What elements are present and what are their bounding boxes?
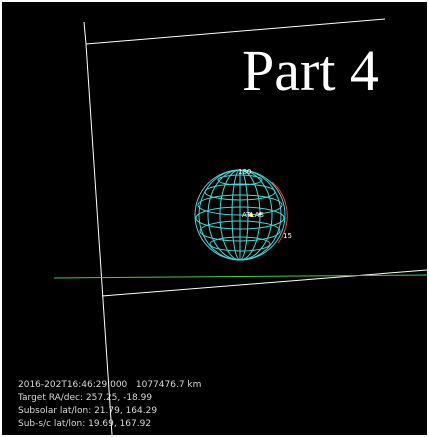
fov-line-top — [85, 18, 386, 45]
sub-spacecraft-marker — [249, 213, 253, 217]
fov-line-left — [85, 43, 113, 435]
globe-label-center: ATLAS — [242, 211, 264, 219]
fov-line-top-left — [83, 21, 87, 45]
part-title: Part 4 — [242, 38, 379, 103]
readout-target-radec: Target RA/dec: 257.25, -18.99 — [18, 393, 153, 403]
horizon-line — [53, 274, 427, 279]
globe-label-top: 180 — [238, 168, 251, 176]
subsolar-marker — [258, 212, 262, 216]
readout-time-range: 2016-202T16:46:29.000 1077476.7 km — [18, 380, 202, 390]
target-globe: 180 ATLAS 15 — [194, 168, 292, 261]
readout-sub-spacecraft: Sub-s/c lat/lon: 19.69, 167.92 — [18, 419, 152, 429]
fov-line-bottom — [101, 269, 427, 297]
globe-label-side: 15 — [283, 232, 292, 240]
readout-subsolar: Subsolar lat/lon: 21.79, 164.29 — [18, 406, 158, 416]
globe-limb-highlight — [271, 181, 288, 244]
